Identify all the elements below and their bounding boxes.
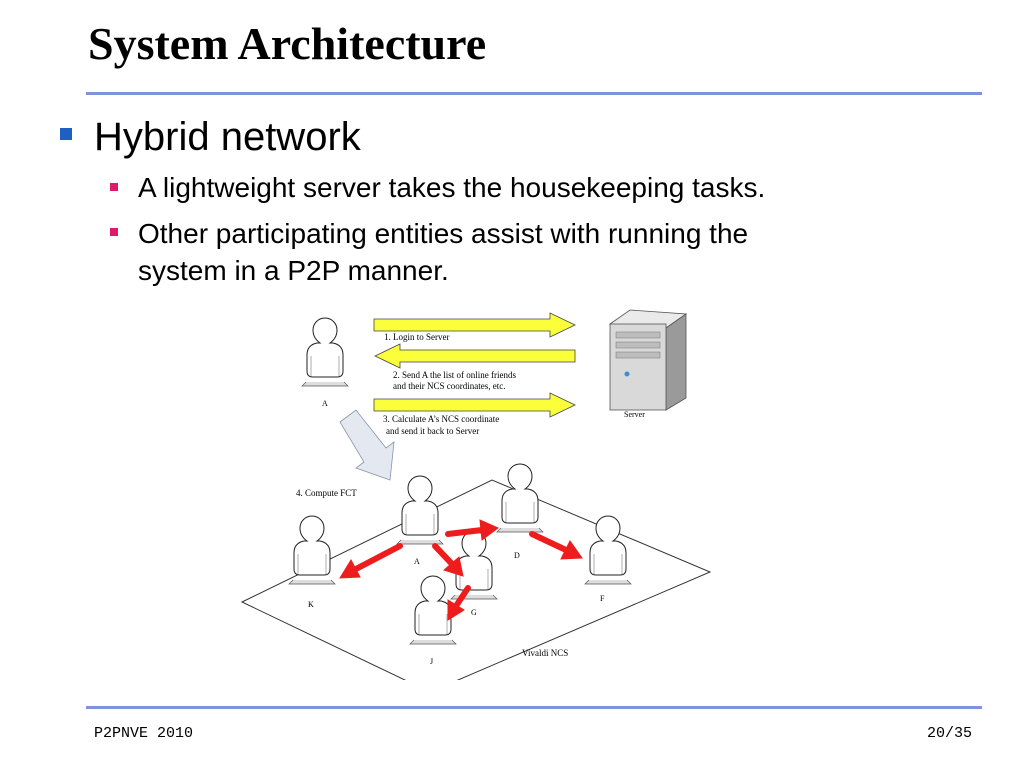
footer-conference: P2PNVE 2010	[94, 725, 194, 742]
bullet-hybrid-network: Hybrid network	[94, 115, 361, 159]
send-list-arrow	[374, 343, 576, 369]
node-a-label: A	[414, 557, 420, 566]
server-tower-icon	[608, 309, 688, 411]
sub-bullet-server-tasks: A lightweight server takes the housekeep…	[138, 172, 766, 203]
node-k-label: K	[308, 600, 314, 609]
red-arrow-a-to-g	[432, 543, 464, 577]
plane-label: Vivaldi NCS	[522, 648, 568, 658]
node-f-label: F	[600, 594, 605, 603]
red-arrow-a-to-k	[339, 543, 403, 579]
footer-divider	[86, 706, 982, 709]
node-d-label: D	[514, 551, 520, 560]
node-g-label: G	[471, 608, 477, 617]
node-a-icon	[396, 475, 444, 545]
compute-fct-arrow	[339, 409, 395, 481]
node-j-label: J	[430, 657, 433, 666]
server-label: Server	[624, 410, 645, 419]
title-divider	[86, 92, 982, 95]
level2-bullet-icon	[110, 183, 118, 191]
step2-text-line1: 2. Send A the list of online friends	[393, 370, 516, 380]
page-number: 20/35	[926, 725, 972, 742]
sub-bullet-p2p-line1: Other participating entities assist with…	[138, 218, 749, 249]
user-a-icon	[301, 317, 349, 387]
step2-text-line2: and their NCS coordinates, etc.	[393, 381, 505, 391]
slide-title: System Architecture	[88, 18, 487, 69]
node-d-icon	[496, 463, 544, 533]
node-k-icon	[288, 515, 336, 585]
hybrid-network-diagram: A 1. Login to Server 2. Send A the list …	[240, 309, 712, 680]
step4-text: 4. Compute FCT	[296, 488, 357, 498]
login-arrow	[373, 312, 576, 338]
level2-bullet-icon	[110, 228, 118, 236]
red-arrow-a-to-d	[445, 519, 499, 541]
send-coordinate-arrow	[373, 392, 576, 418]
red-arrow-g-to-j	[447, 585, 471, 621]
red-arrow-d-to-f	[529, 531, 583, 560]
step1-text: 1. Login to Server	[384, 332, 450, 342]
user-a-label: A	[322, 399, 328, 408]
step3-text-line1: 3. Calculate A’s NCS coordinate	[383, 414, 499, 424]
level1-bullet-icon	[60, 128, 72, 140]
sub-bullet-p2p-line2: system in a P2P manner.	[138, 255, 449, 286]
step3-text-line2: and send it back to Server	[386, 426, 479, 436]
